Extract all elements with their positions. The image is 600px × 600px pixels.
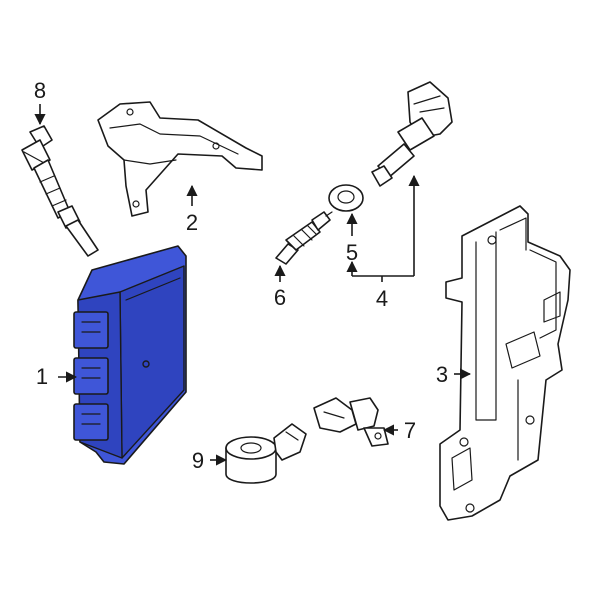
callout-labels: 1 2 3 4 5 6 7 8 9: [34, 78, 448, 473]
part-6-spark-plug: [275, 211, 333, 265]
part-8-coil-rod: [21, 125, 99, 257]
leader-lines: [34, 104, 472, 466]
part-4-ignition-coil: [371, 81, 453, 187]
callout-9: 9: [192, 448, 204, 473]
part-9-knock-sensor: [225, 423, 307, 484]
part-7-sensor: [313, 397, 389, 447]
callout-4: 4: [376, 286, 388, 311]
part-5-seal: [328, 184, 364, 212]
callout-6: 6: [274, 285, 286, 310]
callout-2: 2: [186, 210, 198, 235]
callout-3: 3: [436, 362, 448, 387]
part-3-mount-bracket: [439, 205, 571, 521]
callout-5: 5: [346, 240, 358, 265]
callout-7: 7: [404, 418, 416, 443]
callout-1: 1: [36, 364, 48, 389]
part-1-ecm-module: [73, 245, 187, 465]
part-2-bracket: [97, 101, 263, 217]
callout-8: 8: [34, 78, 46, 103]
